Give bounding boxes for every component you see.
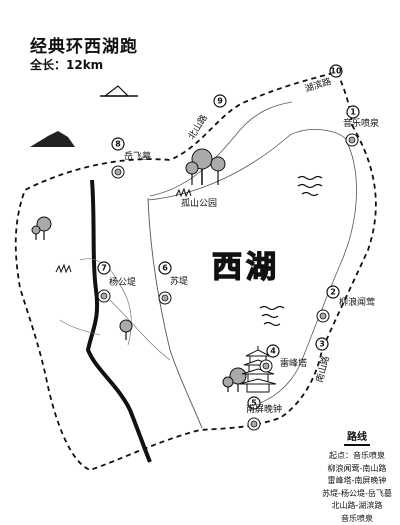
- stop-label: 岳飞墓: [124, 150, 151, 162]
- stop-label: 音乐喷泉: [343, 117, 379, 129]
- legend-item: 柳浪闻莺-南山路: [318, 463, 396, 476]
- yanggong-road: [88, 180, 150, 462]
- route-length: 全长：12km: [30, 56, 103, 73]
- park-trees: [186, 149, 225, 185]
- stop-number: 4: [270, 347, 276, 356]
- stop-number: 2: [330, 288, 336, 297]
- stop-marker-dot: [320, 313, 326, 319]
- stop-number: 8: [115, 140, 121, 149]
- route-legend: 路线 起点：音乐喷泉 柳浪闻莺-南山路 雷峰塔-南屏晚钟 苏堤-杨公堤-岳飞墓 …: [318, 425, 396, 525]
- legend-item: 音乐喷泉: [318, 513, 396, 525]
- legend-item: 雷峰塔-南屏晚钟: [318, 475, 396, 488]
- road-label-hubin: 湖滨路: [303, 75, 332, 95]
- lake-label: 西湖: [212, 250, 280, 285]
- west-paths: [60, 259, 170, 360]
- road-label-nanshan: 南山路: [313, 355, 332, 384]
- legend-item: 北山路-湖滨路: [318, 500, 396, 513]
- stop-marker-dot: [162, 295, 168, 301]
- stop-number: 10: [330, 67, 342, 76]
- stop-label: 苏堤: [170, 275, 188, 287]
- beishan-road-line: [150, 102, 292, 196]
- su-causeway: [148, 198, 202, 428]
- stop-number: 6: [162, 264, 168, 273]
- stop-number: 7: [101, 264, 107, 273]
- stop-label: 柳浪闻莺: [339, 296, 375, 308]
- stop-label: 南屏晚钟: [246, 403, 282, 415]
- stop-number: 1: [350, 108, 356, 117]
- stop-number: 9: [217, 97, 223, 106]
- hills-icon: [30, 86, 138, 147]
- stop-number: 3: [319, 340, 325, 349]
- stop-label: 雷峰塔: [280, 357, 307, 369]
- stop-marker-dot: [115, 169, 121, 175]
- page-title: 经典环西湖跑: [30, 32, 138, 57]
- legend-title: 路线: [344, 428, 370, 446]
- road-label-beishan: 北山路: [185, 112, 209, 141]
- grass-icon: [56, 189, 191, 272]
- west-trees: [32, 217, 246, 392]
- stop-label: 杨公堤: [109, 276, 136, 288]
- legend-item: 起点：音乐喷泉: [318, 450, 396, 463]
- legend-item: 苏堤-杨公堤-岳飞墓: [318, 488, 396, 501]
- park-label: 孤山公园: [181, 197, 217, 209]
- stop-marker-dot: [251, 421, 257, 427]
- stop-marker-dot: [263, 363, 269, 369]
- stop-marker-dot: [349, 137, 355, 143]
- stop-marker-dot: [101, 293, 107, 299]
